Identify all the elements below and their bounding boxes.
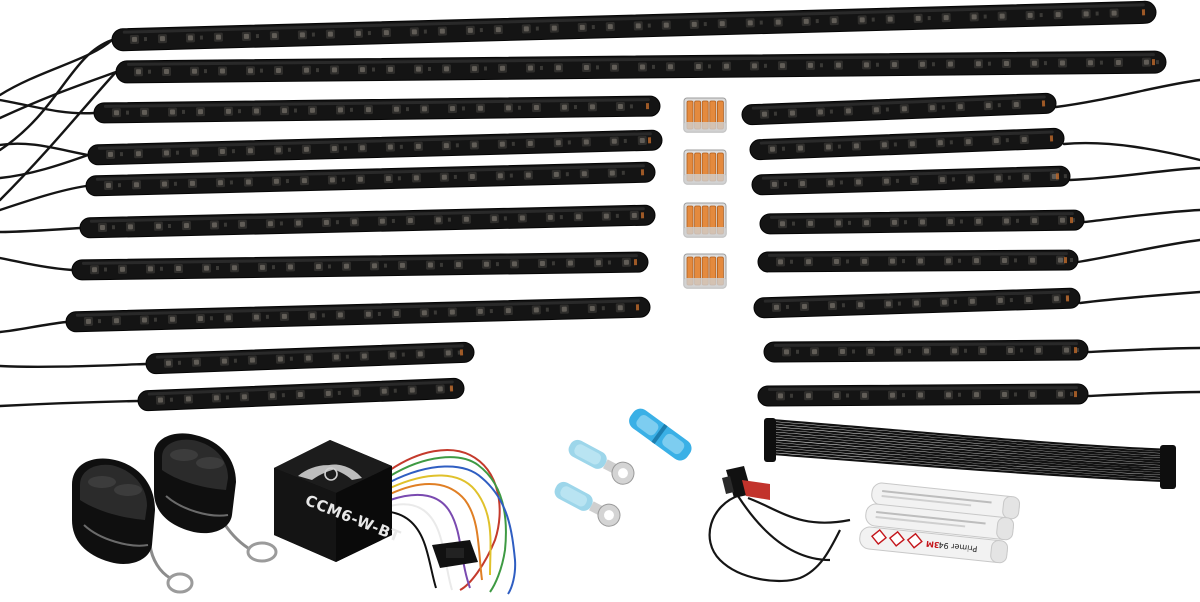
led-strip (751, 165, 1071, 196)
lever-connector (683, 149, 727, 185)
led-strip (137, 377, 465, 412)
led-strip (749, 127, 1065, 161)
adhesive-label: Primer 94 (938, 540, 978, 553)
led-strip (145, 341, 475, 375)
butt-splice-icon (629, 408, 692, 461)
led-strip (757, 249, 1079, 273)
ring-terminal-icon (554, 439, 635, 527)
lead-wires (0, 38, 1200, 408)
led-strip (763, 339, 1089, 363)
wing-logo-icon (298, 464, 362, 481)
led-strip (87, 129, 663, 166)
lever-connector (683, 202, 727, 238)
adhesive-promoter-tubes: Primer 94 3M (859, 482, 1021, 564)
lever-connector (683, 97, 727, 133)
hazard-pictogram-icon (870, 528, 923, 549)
led-strip (85, 161, 656, 197)
led-strip (111, 0, 1157, 52)
control-module-icon (274, 440, 517, 595)
cable-tie-icon (764, 418, 1176, 489)
switch-icon (708, 466, 851, 583)
lever-connector (683, 253, 727, 289)
led-strip (759, 209, 1085, 235)
led-strip (115, 50, 1167, 84)
led-strip (93, 95, 661, 124)
led-strip (757, 383, 1089, 407)
led-strip (741, 92, 1057, 126)
led-strip (79, 204, 656, 239)
remote-key-fob-icon (72, 433, 278, 594)
adhesive-brand: 3M (926, 539, 940, 549)
lever-wire-connectors (683, 97, 727, 289)
led-strip (71, 251, 649, 281)
led-strips (65, 0, 1167, 412)
led-strip (65, 296, 651, 333)
led-strip (753, 287, 1081, 319)
